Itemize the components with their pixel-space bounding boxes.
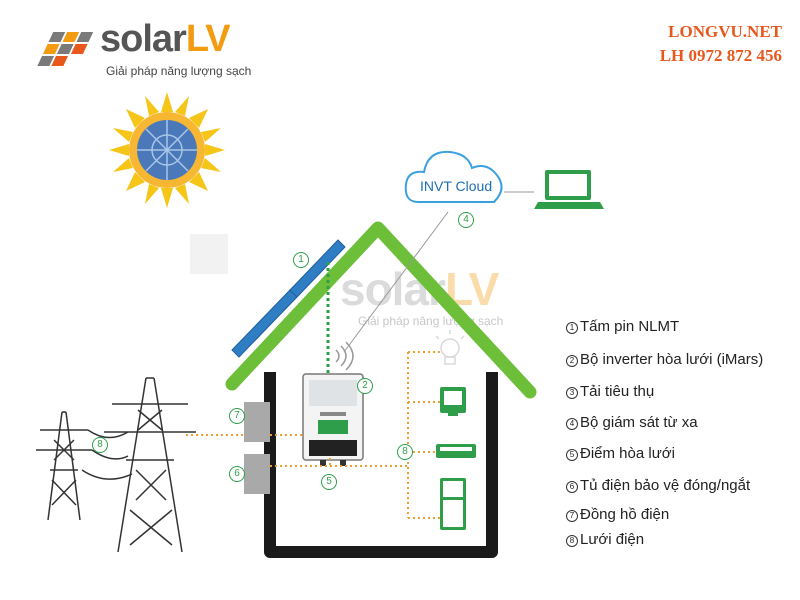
marker-2: 2 — [357, 378, 373, 394]
sun-icon — [109, 92, 225, 208]
logo-tagline: Giải pháp năng lượng sạch — [106, 64, 252, 78]
marker-6: 6 — [229, 466, 245, 482]
lightbulb-icon — [435, 330, 465, 365]
wifi-icon — [335, 341, 354, 371]
marker-4: 4 — [458, 212, 474, 228]
faint-square — [190, 234, 228, 274]
laptop-icon — [534, 170, 604, 209]
tv-icon — [440, 387, 466, 416]
solar-panel-icon — [231, 239, 346, 358]
site-name: LONGVU.NET — [668, 22, 782, 41]
solar-logo-icon — [37, 32, 94, 66]
breaker-box — [244, 454, 270, 494]
marker-5: 5 — [321, 474, 337, 490]
house-roof — [225, 221, 537, 399]
logo-wordmark: solarLV — [100, 18, 231, 60]
transmission-tower-icon — [36, 377, 196, 553]
cloud-icon — [404, 150, 503, 203]
cloud-label: INVT Cloud — [420, 178, 493, 194]
site-contact: LONGVU.NET LH 0972 872 456 — [660, 20, 782, 68]
marker-8-grid: 8 — [92, 437, 108, 453]
meter-box — [244, 402, 270, 442]
air-conditioner-icon — [436, 444, 476, 458]
refrigerator-icon — [440, 478, 466, 530]
marker-7: 7 — [229, 408, 245, 424]
ac-lines — [186, 351, 442, 519]
inverter-icon — [302, 373, 364, 466]
marker-1: 1 — [293, 252, 309, 268]
site-phone: LH 0972 872 456 — [659, 46, 782, 65]
monitor-link-line — [343, 211, 449, 353]
marker-8-loads: 8 — [397, 444, 413, 460]
